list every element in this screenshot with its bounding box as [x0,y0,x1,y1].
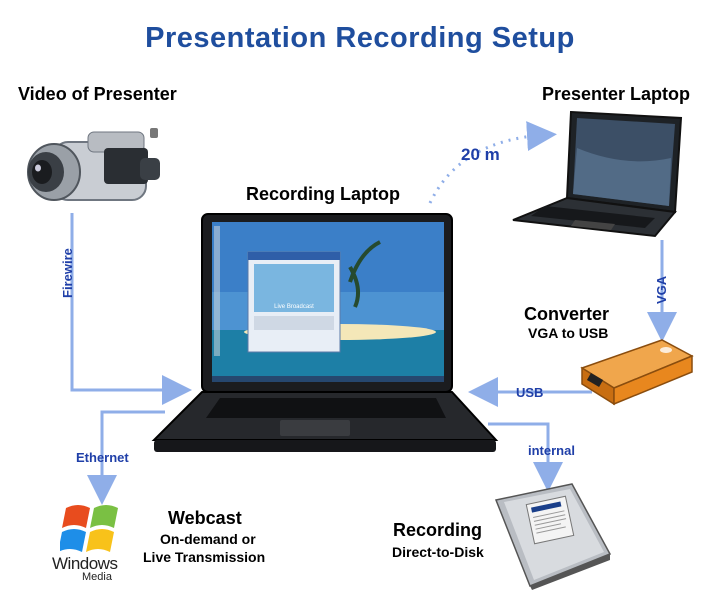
webcast-sub-label-1: On-demand or [160,531,256,547]
ethernet-connector [87,410,165,505]
converter-sub-label: VGA to USB [528,325,609,341]
recording-sub-label: Direct-to-Disk [392,544,484,560]
converter-label: Converter [524,304,610,324]
screen-window-title: Live Broadcast [274,304,314,310]
firewire-label: Firewire [60,248,75,298]
presenter-laptop-label: Presenter Laptop [542,84,691,104]
page-title: Presentation Recording Setup [145,22,575,54]
laptop-icon [512,110,683,238]
webcast-label: Webcast [168,508,242,528]
distance-connector [428,121,557,204]
windows-media-text-2: Media [82,571,112,583]
recording-laptop-label: Recording Laptop [246,184,400,204]
usb-label: USB [516,385,544,400]
internal-connector [488,422,563,492]
internal-label: internal [528,443,575,458]
firewire-connector [70,213,192,405]
laptop-icon: Live Broadcast [151,213,499,452]
windows-media-text-1: Windows [52,554,118,573]
distance-label: 20 m [461,145,500,164]
camcorder-icon [27,128,160,201]
vga-label: VGA [654,275,669,304]
video-presenter-label: Video of Presenter [18,84,177,104]
webcast-sub-label-2: Live Transmission [143,549,266,565]
windows-media-logo [60,505,118,552]
ethernet-label: Ethernet [76,450,129,465]
recording-label: Recording [393,520,483,540]
converter-icon [580,339,694,406]
hard-disk-icon [494,483,612,590]
